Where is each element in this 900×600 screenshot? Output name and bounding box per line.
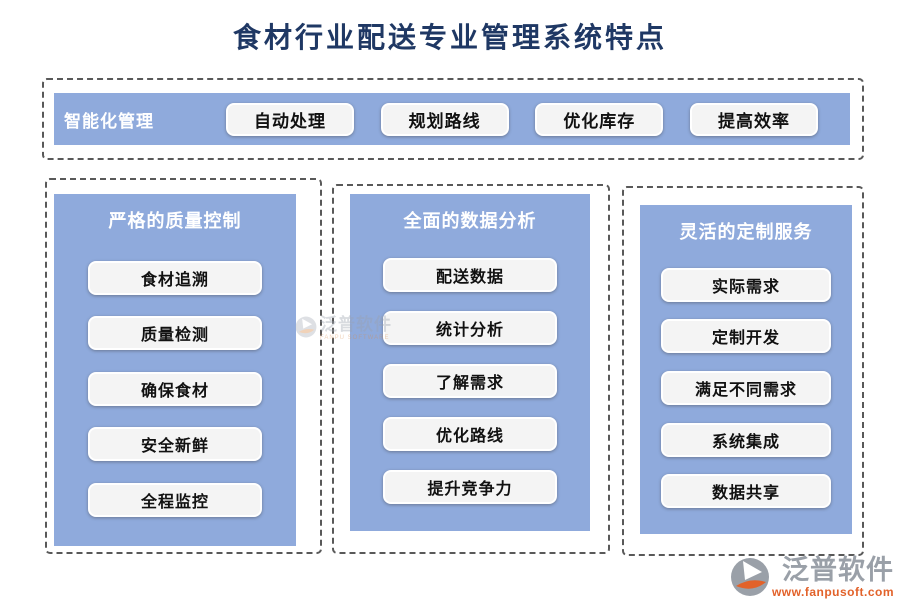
route-planning-button[interactable]: 规划路线 (380, 102, 509, 136)
system-integration-button[interactable]: 系统集成 (661, 422, 831, 457)
custom-service-panel: 灵活的定制服务 实际需求 定制开发 满足不同需求 系统集成 数据共享 (640, 205, 852, 534)
quality-control-section: 严格的质量控制 食材追溯 质量检测 确保食材 安全新鲜 全程监控 (45, 178, 322, 554)
inventory-optimize-button[interactable]: 优化库存 (535, 102, 664, 136)
custom-service-buttons: 实际需求 定制开发 满足不同需求 系统集成 数据共享 (640, 244, 852, 534)
understand-demand-button[interactable]: 了解需求 (383, 364, 557, 398)
auto-process-button[interactable]: 自动处理 (226, 102, 354, 136)
page-title: 食材行业配送专业管理系统特点 (232, 22, 667, 53)
quality-control-buttons: 食材追溯 质量检测 确保食材 安全新鲜 全程监控 (54, 233, 296, 546)
custom-service-section: 灵活的定制服务 实际需求 定制开发 满足不同需求 系统集成 数据共享 (622, 186, 864, 556)
data-sharing-button[interactable]: 数据共享 (661, 474, 831, 509)
smart-management-buttons: 自动处理 规划路线 优化库存 提高效率 (226, 102, 818, 136)
brand-name: 泛普软件 (782, 555, 894, 585)
fanpu-brand[interactable]: 泛普软件 www.fanpusoft.com (730, 557, 894, 598)
data-analysis-section: 全面的数据分析 配送数据 统计分析 了解需求 优化路线 提升竞争力 (332, 184, 610, 554)
ensure-ingredient-button[interactable]: 确保食材 (88, 371, 262, 406)
quality-control-panel: 严格的质量控制 食材追溯 质量检测 确保食材 安全新鲜 全程监控 (54, 194, 296, 546)
quality-control-header: 严格的质量控制 (108, 211, 242, 231)
custom-development-button[interactable]: 定制开发 (661, 319, 831, 354)
meet-demands-button[interactable]: 满足不同需求 (661, 370, 831, 405)
brand-website-link[interactable]: www.fanpusoft.com (771, 585, 894, 599)
safe-fresh-button[interactable]: 安全新鲜 (88, 427, 262, 461)
smart-management-banner: 智能化管理 自动处理 规划路线 优化库存 提高效率 (54, 93, 850, 145)
custom-service-header: 灵活的定制服务 (679, 222, 813, 242)
data-analysis-buttons: 配送数据 统计分析 了解需求 优化路线 提升竞争力 (350, 233, 590, 531)
competitiveness-button[interactable]: 提升竞争力 (383, 470, 557, 504)
fanpu-logo-icon (730, 557, 770, 597)
data-analysis-panel: 全面的数据分析 配送数据 统计分析 了解需求 优化路线 提升竞争力 (350, 194, 590, 531)
optimize-route-button[interactable]: 优化路线 (383, 417, 557, 451)
ingredient-trace-button[interactable]: 食材追溯 (88, 260, 262, 295)
statistics-button[interactable]: 统计分析 (383, 311, 557, 345)
quality-inspection-button[interactable]: 质量检测 (88, 316, 262, 350)
data-analysis-header: 全面的数据分析 (403, 211, 537, 231)
efficiency-button[interactable]: 提高效率 (689, 102, 818, 136)
smart-management-label: 智能化管理 (64, 111, 154, 131)
full-monitoring-button[interactable]: 全程监控 (88, 482, 262, 517)
delivery-data-button[interactable]: 配送数据 (383, 258, 557, 292)
actual-demand-button[interactable]: 实际需求 (661, 267, 831, 302)
smart-management-section: 智能化管理 自动处理 规划路线 优化库存 提高效率 (42, 78, 864, 160)
